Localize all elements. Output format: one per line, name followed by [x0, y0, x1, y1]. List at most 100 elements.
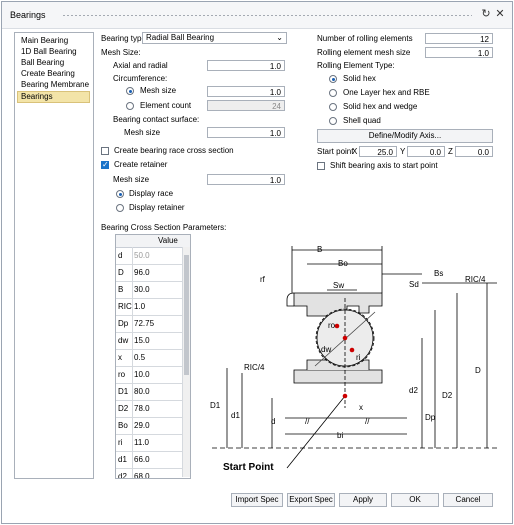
- nav-item-ball-bearing[interactable]: Ball Bearing: [21, 58, 65, 67]
- solid-hex-wedge-label: Solid hex and wedge: [343, 102, 418, 111]
- param-value[interactable]: 29.0: [134, 421, 150, 430]
- close-icon[interactable]: ✕: [495, 8, 505, 20]
- solid-hex-wedge-radio[interactable]: [329, 103, 337, 111]
- param-name: ri: [116, 434, 133, 451]
- dim-RIC4-left: RIC/4: [244, 363, 265, 372]
- shell-quad-label: Shell quad: [343, 116, 381, 125]
- param-name: Dp: [116, 315, 133, 332]
- param-value[interactable]: 66.0: [134, 455, 150, 464]
- display-race-label: Display race: [129, 189, 174, 198]
- param-value[interactable]: 72.75: [134, 319, 155, 328]
- axial-radial-label: Axial and radial: [113, 61, 168, 70]
- circ-mesh-size-radio[interactable]: [126, 87, 134, 95]
- bearing-type-select[interactable]: Radial Ball Bearing ⌄: [142, 32, 287, 44]
- contact-mesh-size-input[interactable]: 1.0: [207, 127, 285, 138]
- nav-item-1d-ball-bearing[interactable]: 1D Ball Bearing: [21, 47, 77, 56]
- param-name: dw: [116, 332, 133, 349]
- display-retainer-label: Display retainer: [129, 203, 185, 212]
- nav-item-bearing-membrane[interactable]: Bearing Membrane: [21, 80, 90, 89]
- value-column-header: Value: [158, 236, 178, 245]
- define-axis-button[interactable]: Define/Modify Axis...: [317, 129, 493, 143]
- start-point-label: Start point: [317, 147, 354, 156]
- race-cross-section-label: Create bearing race cross section: [114, 146, 234, 155]
- param-value[interactable]: 68.0: [134, 472, 150, 479]
- nav-item-create-bearing[interactable]: Create Bearing: [21, 69, 75, 78]
- solid-hex-radio[interactable]: [329, 75, 337, 83]
- element-count-radio[interactable]: [126, 102, 134, 110]
- create-retainer-label: Create retainer: [114, 160, 168, 169]
- param-value[interactable]: 78.0: [134, 404, 150, 413]
- nav-item-main-bearing[interactable]: Main Bearing: [21, 36, 69, 45]
- rolling-type-label: Rolling Element Type:: [317, 61, 395, 70]
- start-z-input[interactable]: 0.0: [455, 146, 493, 157]
- apply-button[interactable]: Apply: [339, 493, 387, 507]
- start-x-input[interactable]: 25.0: [359, 146, 397, 157]
- start-x-label: X: [352, 147, 358, 156]
- start-y-input[interactable]: 0.0: [407, 146, 445, 157]
- retainer-mesh-input[interactable]: 1.0: [207, 174, 285, 185]
- param-value[interactable]: 30.0: [134, 285, 150, 294]
- element-count-label: Element count: [140, 101, 192, 110]
- ok-button[interactable]: OK: [391, 493, 439, 507]
- param-name: RIC: [116, 298, 133, 315]
- param-value[interactable]: 15.0: [134, 336, 150, 345]
- display-race-radio[interactable]: [116, 190, 124, 198]
- param-name: B: [116, 281, 133, 298]
- bearing-type-label: Bearing type: [101, 34, 146, 43]
- dim-Dp: Dp: [425, 413, 436, 422]
- param-value[interactable]: 0.5: [134, 353, 146, 362]
- circ-mesh-size-input[interactable]: 1.0: [207, 86, 285, 97]
- nav-item-bearings[interactable]: Bearings: [17, 91, 90, 103]
- param-value[interactable]: 50.0: [134, 251, 150, 260]
- scroll-thumb[interactable]: [184, 255, 189, 375]
- param-value[interactable]: 80.0: [134, 387, 150, 396]
- drag-grip[interactable]: [62, 14, 472, 17]
- axial-radial-input[interactable]: 1.0: [207, 60, 285, 71]
- param-value[interactable]: 10.0: [134, 370, 150, 379]
- export-spec-button[interactable]: Export Spec: [287, 493, 335, 507]
- race-cross-section-checkbox[interactable]: [101, 147, 109, 155]
- dim-Bo: Bo: [338, 259, 348, 268]
- one-layer-hex-radio[interactable]: [329, 89, 337, 97]
- rolling-mesh-label: Rolling element mesh size: [317, 48, 411, 57]
- dim-Sd: Sd: [409, 280, 419, 289]
- circ-mesh-size-label: Mesh size: [140, 86, 177, 95]
- dim-RIC4-top: RIC/4: [465, 275, 486, 284]
- params-scrollbar[interactable]: [182, 247, 190, 477]
- params-table-header: Value: [116, 235, 190, 248]
- dim-D2: D2: [442, 391, 453, 400]
- param-value[interactable]: 96.0: [134, 268, 150, 277]
- param-value[interactable]: 1.0: [134, 302, 146, 311]
- cancel-button[interactable]: Cancel: [443, 493, 493, 507]
- create-retainer-checkbox[interactable]: [101, 160, 109, 170]
- refresh-icon[interactable]: ↻: [481, 8, 491, 20]
- display-retainer-radio[interactable]: [116, 204, 124, 212]
- dim-d1: d1: [231, 411, 240, 420]
- one-layer-hex-label: One Layer hex and RBE: [343, 88, 430, 97]
- element-count-input: 24: [207, 100, 285, 111]
- rolling-count-input[interactable]: 12: [425, 33, 493, 44]
- dim-d: d: [271, 417, 275, 426]
- shell-quad-radio[interactable]: [329, 117, 337, 125]
- param-name: d1: [116, 451, 133, 468]
- param-value[interactable]: 11.0: [134, 438, 149, 447]
- shift-axis-checkbox[interactable]: [317, 162, 325, 170]
- param-name: D: [116, 264, 133, 281]
- start-point-caption: Start Point: [223, 462, 274, 473]
- rolling-mesh-input[interactable]: 1.0: [425, 47, 493, 58]
- import-spec-button[interactable]: Import Spec: [231, 493, 283, 507]
